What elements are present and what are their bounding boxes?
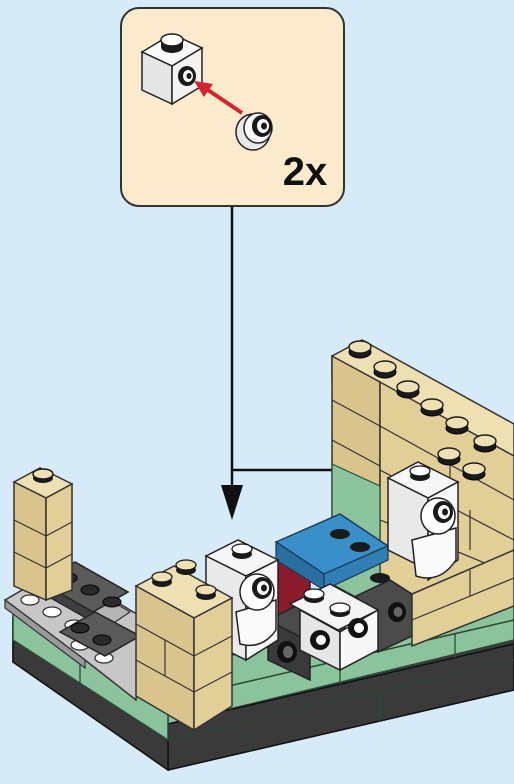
front-tan-wall bbox=[134, 559, 234, 732]
white-side-stud-bricks bbox=[288, 583, 380, 672]
parts-callout bbox=[120, 7, 345, 207]
lego-model bbox=[3, 339, 514, 772]
left-tan-pillar bbox=[12, 467, 74, 602]
red-insert-arrow-icon bbox=[194, 81, 244, 115]
white-brick-target-right bbox=[386, 461, 460, 582]
down-arrow-head bbox=[221, 485, 243, 520]
brick-1x1-with-stud-on-side-icon bbox=[140, 33, 204, 106]
round-plate-icon bbox=[235, 112, 273, 151]
front-right-tan-bricks bbox=[411, 549, 514, 648]
quantity-label: 2x bbox=[282, 150, 328, 194]
